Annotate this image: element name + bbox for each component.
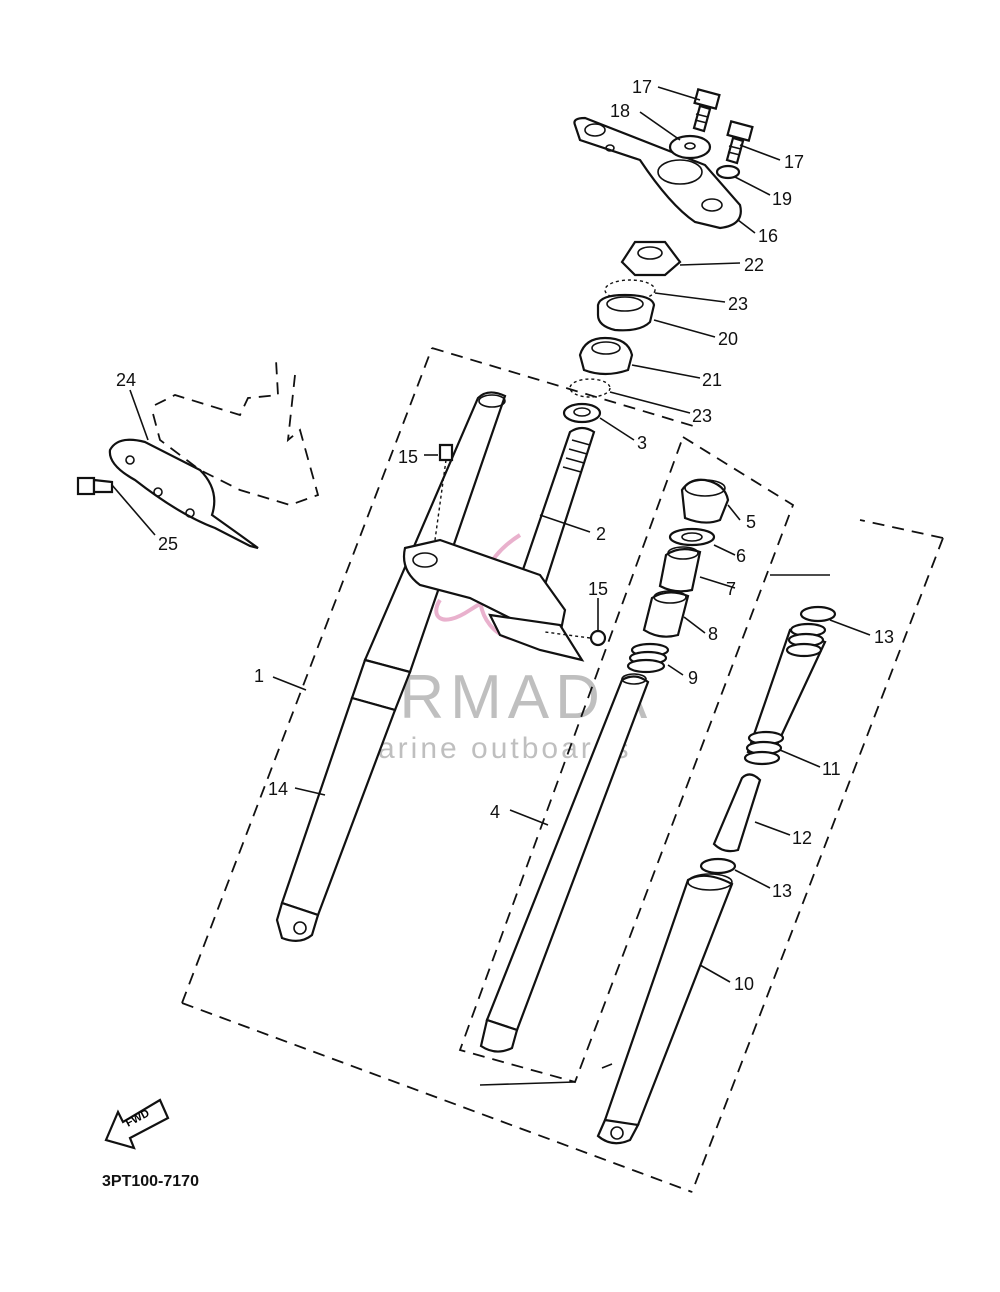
bolt-25	[76, 476, 114, 496]
callout-11: 11	[822, 759, 841, 779]
bolt-17-right	[725, 120, 754, 165]
spring-9	[626, 642, 670, 674]
callout-8: 8	[708, 624, 718, 644]
leader-lines	[111, 86, 871, 983]
callout-7: 7	[726, 579, 736, 599]
callout-17-right: 17	[784, 152, 804, 172]
piston-12	[712, 773, 762, 853]
inner-tube-4	[479, 673, 650, 1053]
collar-7	[658, 546, 702, 593]
under-bracket	[402, 538, 585, 662]
damper-rod-11	[743, 622, 827, 766]
bolt-17-left	[692, 88, 721, 133]
bearing-cover-20	[596, 293, 656, 332]
race-3	[562, 402, 602, 424]
callout-12: 12	[792, 828, 812, 848]
bolt-15-lower	[544, 629, 607, 647]
callout-6: 6	[736, 546, 746, 566]
plate-18	[668, 134, 712, 160]
watermark-subtitle: marine outboards	[350, 732, 631, 765]
callout-25: 25	[158, 534, 178, 554]
callout-4: 4	[490, 802, 500, 822]
bolt-15-upper	[434, 443, 454, 541]
callout-17-top: 17	[632, 77, 652, 97]
cap-5	[680, 478, 730, 524]
fork-leg-left	[275, 391, 507, 942]
circlip-13-lower	[699, 857, 737, 875]
callout-13-lower: 13	[772, 881, 792, 901]
washer-23-upper	[604, 279, 656, 301]
callout-2: 2	[596, 524, 606, 544]
ring-nut-22	[620, 240, 682, 277]
callout-15-upper: 15	[398, 447, 418, 467]
fwd-arrow-icon: FWD	[104, 1098, 170, 1150]
callout-23-upper: 23	[728, 294, 748, 314]
circlip-13-upper	[799, 605, 837, 623]
callout-1: 1	[254, 666, 264, 686]
diagram-code: 3PT100-7170	[102, 1173, 199, 1190]
front-fork-assembly-outline	[181, 347, 944, 1193]
washer-19	[715, 164, 741, 180]
callout-15-lower: 15	[588, 579, 608, 599]
washer-23-lower	[569, 378, 611, 398]
bearing-21	[578, 336, 634, 376]
callout-21: 21	[702, 370, 722, 390]
callout-3: 3	[637, 433, 647, 453]
callout-14: 14	[268, 779, 288, 799]
callout-20: 20	[718, 329, 738, 349]
callout-22: 22	[744, 255, 764, 275]
callout-23-lower: 23	[692, 406, 712, 426]
frame-outline	[151, 359, 320, 506]
callout-9: 9	[688, 668, 698, 688]
callout-19: 19	[772, 189, 792, 209]
collar-8	[642, 590, 690, 638]
callout-5: 5	[746, 512, 756, 532]
outer-tube-10	[596, 873, 734, 1145]
cover-24	[108, 438, 259, 550]
steering-stem-2	[513, 426, 596, 602]
callout-18: 18	[610, 101, 630, 121]
upper-bracket-16	[573, 116, 742, 230]
inner-tube-bracket	[479, 1081, 576, 1086]
callout-labels: 1 2 3 4 5 6 7 8 9 10 11 12 13 13 14 15 1…	[116, 77, 894, 994]
callout-13-upper: 13	[874, 627, 894, 647]
callout-10: 10	[734, 974, 754, 994]
callout-16: 16	[758, 226, 778, 246]
callout-24: 24	[116, 370, 136, 390]
seal-6	[668, 527, 716, 547]
